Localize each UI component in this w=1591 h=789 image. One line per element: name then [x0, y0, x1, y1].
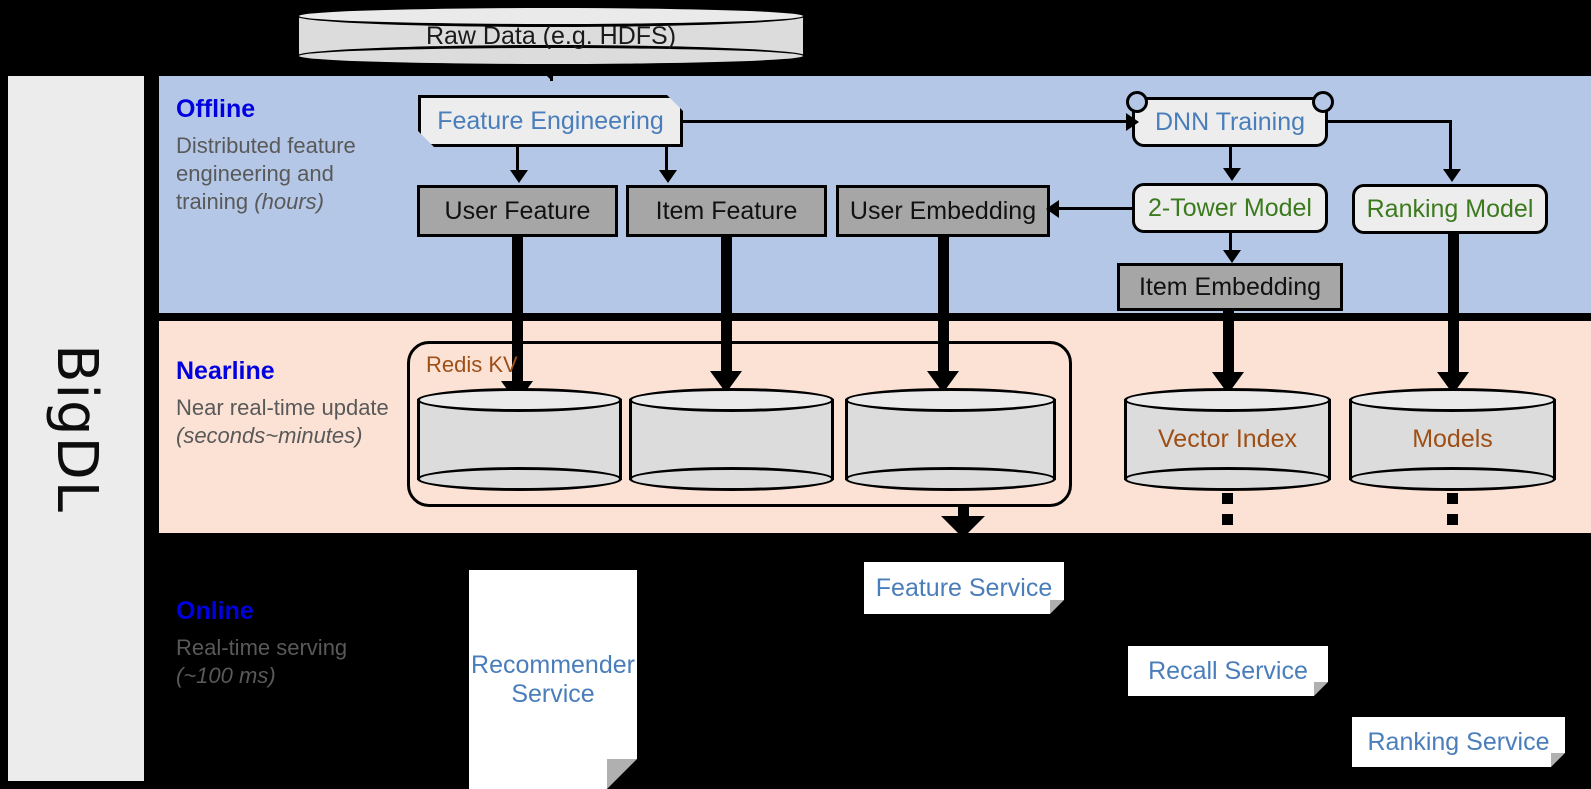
cylinder-body — [1124, 399, 1331, 480]
bigdl-sidebar: BigDL — [8, 76, 144, 781]
arrowhead-twotower-itemembedding — [1223, 250, 1241, 263]
connector-vectorindex-recall-stub1 — [1222, 493, 1233, 504]
redis-kv-label: Redis KV — [426, 352, 518, 377]
feature-service-node[interactable]: Feature Service — [864, 562, 1064, 614]
recall-service-node[interactable]: Recall Service — [1128, 646, 1328, 696]
dnn-training-label: DNN Training — [1154, 107, 1306, 136]
connector-fe-userfeature — [516, 147, 519, 172]
arrowhead-dnn-ranking — [1443, 169, 1461, 182]
online-caption: Online Real-time serving (~100 ms) — [176, 597, 406, 690]
feature-engineering-label: Feature Engineering — [437, 106, 664, 135]
models-store[interactable]: Models — [1349, 388, 1556, 491]
user-embedding-label: User Embedding — [849, 196, 1037, 225]
arrowhead-redis-featureservice — [941, 516, 985, 538]
item-embedding-node[interactable]: Item Embedding — [1117, 263, 1343, 311]
feature-service-label: Feature Service — [875, 573, 1053, 602]
connector-dnn-ranking-h — [1328, 120, 1452, 123]
bigdl-label: BigDL — [43, 344, 109, 513]
cylinder-bottom — [417, 467, 622, 491]
item-embedding-label: Item Embedding — [1138, 272, 1322, 301]
nearline-caption: Nearline Near real-time update (seconds~… — [176, 357, 406, 450]
online-title: Online — [176, 597, 254, 625]
recall-service-label: Recall Service — [1148, 656, 1308, 685]
connector-vectorindex-recall-stub2 — [1222, 514, 1233, 525]
user-feature-label: User Feature — [444, 196, 591, 225]
online-description: Real-time serving (~100 ms) — [176, 634, 348, 688]
ranking-service-label: Ranking Service — [1367, 727, 1550, 756]
nearline-description: Near real-time update (seconds~minutes) — [176, 394, 389, 448]
cylinder-bottom — [296, 45, 806, 67]
arrowhead-twotower-userembedding — [1046, 200, 1059, 218]
page-fold-icon — [1314, 682, 1328, 696]
user-embedding-node[interactable]: User Embedding — [836, 185, 1050, 237]
arrowhead-fe-userfeature — [510, 170, 528, 183]
cylinder-top — [629, 388, 834, 412]
page-fold-icon — [1551, 753, 1565, 767]
redis-store-item-feature[interactable] — [629, 388, 834, 491]
connector-models-ranking-stub2 — [1447, 514, 1458, 525]
offline-title: Offline — [176, 95, 256, 123]
models-label: Models — [1412, 425, 1493, 453]
nearline-title: Nearline — [176, 357, 275, 385]
connector-redis-featureservice-stub — [958, 507, 969, 518]
page-fold-icon — [1050, 600, 1064, 614]
item-feature-label: Item Feature — [655, 196, 798, 225]
item-feature-node[interactable]: Item Feature — [626, 185, 827, 237]
connector-models-ranking-stub1 — [1447, 493, 1458, 504]
pipe-userfeature-redis — [512, 236, 523, 387]
cylinder-bottom — [1124, 467, 1331, 491]
cylinder-bottom — [845, 467, 1056, 491]
ranking-service-node[interactable]: Ranking Service — [1352, 717, 1565, 767]
connector-twotower-userembedding — [1056, 207, 1134, 210]
dnn-training-node[interactable]: DNN Training — [1126, 91, 1334, 147]
redis-kv-container — [407, 341, 1072, 507]
raw-data-label: Raw Data (e.g. HDFS) — [425, 21, 677, 50]
arrowhead-fe-dnn — [1126, 113, 1139, 131]
feature-engineering-node[interactable]: Feature Engineering — [418, 95, 683, 147]
arrowhead-fe-itemfeature — [659, 170, 677, 183]
connector-dnn-twotower — [1229, 147, 1232, 169]
cylinder-top — [1124, 388, 1331, 412]
recommender-service-label: Recommender Service — [471, 650, 635, 708]
page-fold-icon — [607, 759, 637, 789]
two-tower-model-node[interactable]: 2-Tower Model — [1132, 183, 1328, 233]
offline-caption: Offline Distributed feature engineering … — [176, 95, 406, 216]
vector-index-label: Vector Index — [1158, 425, 1297, 453]
pipe-itemembedding-vectorindex — [1223, 310, 1234, 378]
pipe-userembedding-redis — [938, 236, 949, 377]
pipe-rankingmodel-models — [1448, 233, 1459, 378]
cylinder-top — [845, 388, 1056, 412]
arrowhead-dnn-twotower — [1223, 168, 1241, 181]
cylinder-bottom — [629, 467, 834, 491]
connector-fe-dnn — [683, 120, 1132, 123]
ranking-model-node[interactable]: Ranking Model — [1352, 184, 1548, 234]
ranking-model-label: Ranking Model — [1366, 194, 1534, 223]
redis-store-user-feature[interactable] — [417, 388, 622, 491]
offline-description: Distributed feature engineering and trai… — [176, 132, 356, 214]
pipe-itemfeature-redis — [721, 236, 732, 377]
raw-data-store[interactable]: Raw Data (e.g. HDFS) — [296, 5, 806, 67]
connector-twotower-itemembedding — [1229, 233, 1232, 252]
cylinder-top — [417, 388, 622, 412]
cylinder-bottom — [1349, 467, 1556, 491]
redis-store-user-embedding[interactable] — [845, 388, 1056, 491]
two-tower-model-label: 2-Tower Model — [1148, 193, 1312, 222]
user-feature-node[interactable]: User Feature — [417, 185, 618, 237]
connector-dnn-ranking-v — [1449, 120, 1452, 170]
cylinder-top — [1349, 388, 1556, 412]
cylinder-top — [296, 5, 806, 27]
recommender-service-node[interactable]: Recommender Service — [469, 570, 637, 789]
connector-fe-itemfeature — [665, 147, 668, 172]
vector-index-store[interactable]: Vector Index — [1124, 388, 1331, 491]
